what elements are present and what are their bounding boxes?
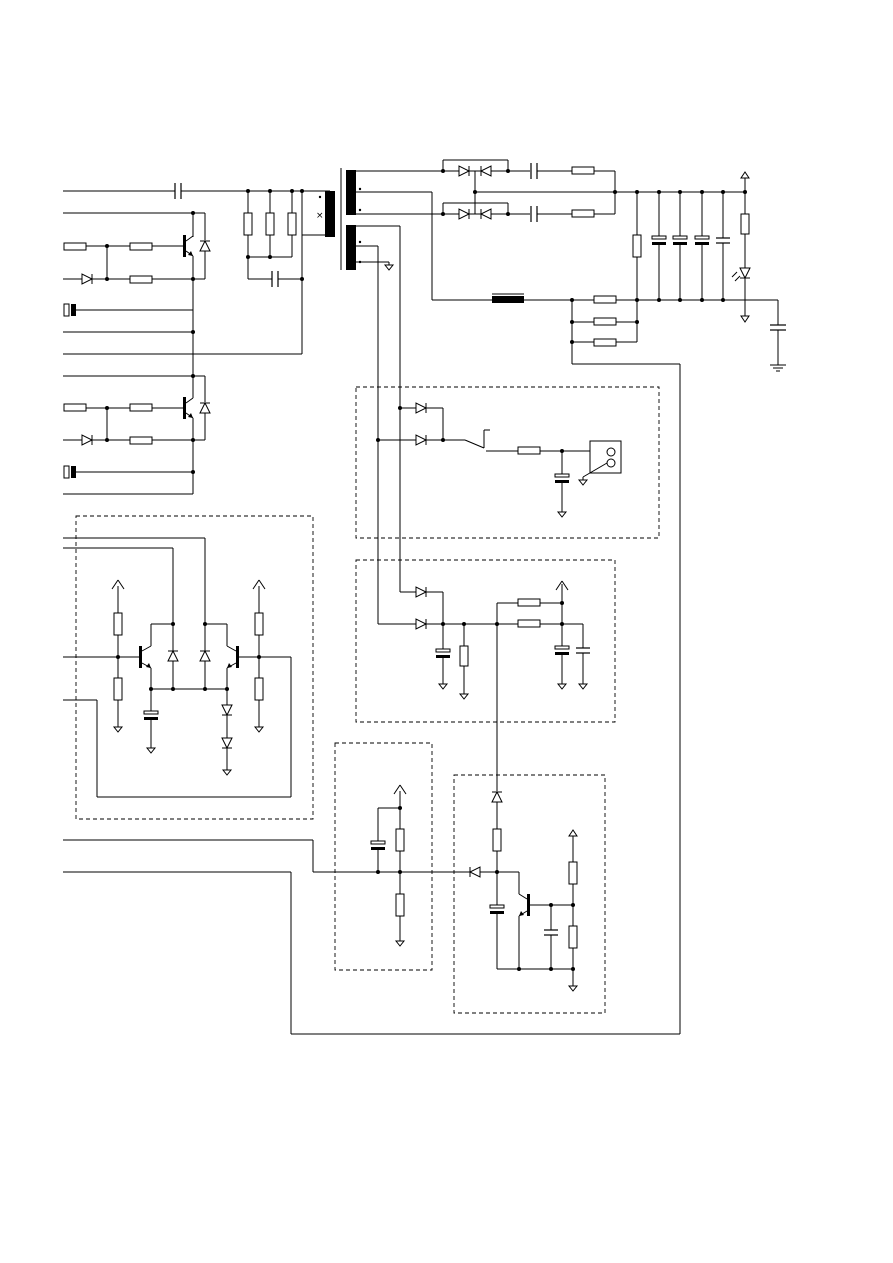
bottom-lines [63, 839, 470, 1034]
transistor-delay-block [453, 774, 606, 1014]
secondary-wiring [356, 170, 443, 624]
transformer: × [316, 168, 362, 270]
svg-text:×: × [316, 211, 324, 221]
divider-block [334, 742, 433, 971]
bridge-rectifier [441, 159, 745, 222]
mains-switch-block [355, 386, 660, 539]
lower-driver-stage [63, 374, 211, 494]
rectifier-regulator-block [355, 559, 616, 791]
upper-driver-stage [63, 211, 211, 376]
output-filter [291, 171, 786, 1035]
primary-resistor-bank [243, 189, 330, 354]
differential-transistor-block [63, 515, 314, 820]
coupling-capacitor [174, 183, 182, 199]
input-bus [63, 190, 330, 495]
